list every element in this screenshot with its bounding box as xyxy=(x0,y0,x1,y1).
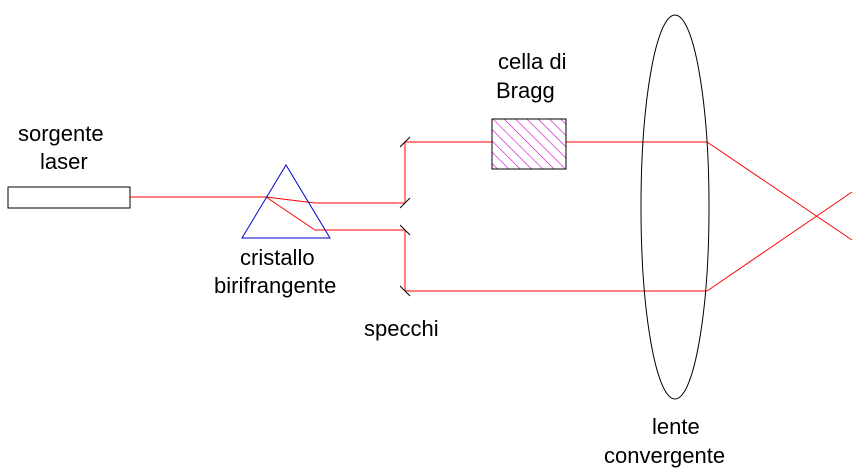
beam-split-upper xyxy=(265,196,316,204)
label-crystal-line2: birifrangente xyxy=(214,273,336,298)
label-mirrors: specchi xyxy=(364,316,439,341)
mirrors xyxy=(399,136,411,297)
mirror-4 xyxy=(399,285,411,297)
label-bragg-line2: Bragg xyxy=(496,78,555,103)
converging-lens xyxy=(640,14,710,400)
label-lens-line2: convergente xyxy=(604,443,725,468)
converging-beam-lower xyxy=(706,191,853,292)
label-bragg-line1: cella di xyxy=(498,49,566,74)
laser-source xyxy=(7,186,131,209)
laser-beams xyxy=(130,141,853,292)
converging-beam-upper xyxy=(706,141,853,241)
label-lens-line1: lente xyxy=(652,414,700,439)
label-source-line1: sorgente xyxy=(18,121,104,146)
mirror-2 xyxy=(399,197,411,209)
beam-split-lower xyxy=(265,196,316,231)
bragg-cell xyxy=(491,118,567,170)
label-crystal-line1: cristallo xyxy=(240,245,315,270)
label-source-line2: laser xyxy=(40,149,88,174)
birefringent-prism xyxy=(241,164,331,239)
mirror-1 xyxy=(399,136,411,148)
mirror-3 xyxy=(399,224,411,236)
